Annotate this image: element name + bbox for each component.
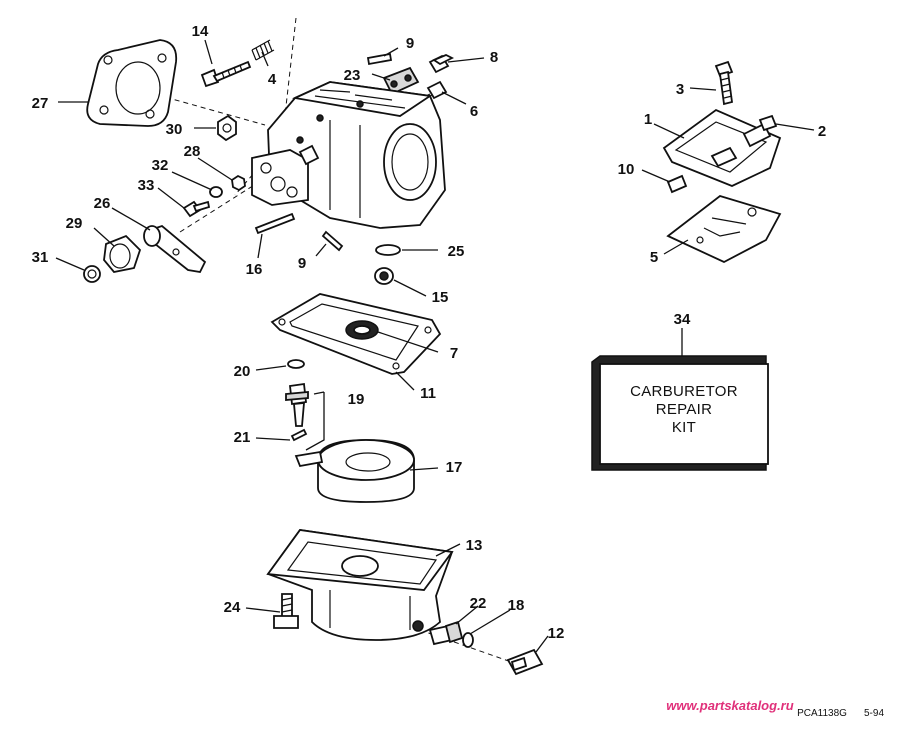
part-number-25: 25 xyxy=(448,243,465,260)
part-number-27: 27 xyxy=(32,95,49,112)
part-number-32: 32 xyxy=(152,157,169,174)
drain-hardware-drawing xyxy=(428,620,544,676)
part-number-1: 1 xyxy=(644,111,652,128)
part-number-9-lower: 9 xyxy=(298,255,306,272)
part-number-10: 10 xyxy=(618,161,635,178)
part-number-20: 20 xyxy=(234,363,251,380)
part-number-11: 11 xyxy=(420,385,436,402)
part-number-labels: 14 4 27 9 8 23 6 30 28 32 33 26 29 31 16… xyxy=(32,23,827,642)
needle-valve-drawing xyxy=(285,359,309,442)
part-number-18: 18 xyxy=(508,597,525,614)
part-number-31: 31 xyxy=(32,249,49,266)
part-number-15: 15 xyxy=(432,289,449,306)
part-number-19: 19 xyxy=(348,391,365,408)
repair-kit-line-3: KIT xyxy=(672,419,696,436)
carburetor-body-drawing xyxy=(251,81,446,229)
repair-kit-line-1: CARBURETOR xyxy=(630,383,738,400)
part-number-17: 17 xyxy=(446,459,463,476)
part-number-5: 5 xyxy=(650,249,658,266)
throttle-lever-drawing xyxy=(83,224,207,283)
part-number-28: 28 xyxy=(184,143,201,160)
float-drawing xyxy=(294,439,415,503)
part-number-21: 21 xyxy=(234,429,251,446)
leader-lines xyxy=(55,39,815,653)
repair-kit-box-drawing xyxy=(591,355,769,471)
float-bowl-drawing xyxy=(266,529,454,641)
part-number-16: 16 xyxy=(246,261,263,278)
lower-pins-drawing xyxy=(254,212,344,252)
part-number-2: 2 xyxy=(818,123,826,140)
part-number-22: 22 xyxy=(470,595,487,612)
drawing-code: PCA1138G xyxy=(797,708,847,719)
drawing-date: 5-94 xyxy=(864,708,884,719)
fuel-pump-cover-drawing xyxy=(662,60,782,264)
mixture-screw-drawing xyxy=(200,39,275,88)
part-number-8: 8 xyxy=(490,49,498,66)
part-number-9-upper: 9 xyxy=(406,35,414,52)
part-number-7: 7 xyxy=(450,345,458,362)
part-number-14: 14 xyxy=(192,23,209,40)
bowl-screw-drawing xyxy=(273,593,299,629)
part-number-24: 24 xyxy=(224,599,241,616)
part-number-12: 12 xyxy=(548,625,565,642)
watermark-text: www.partskatalog.ru xyxy=(666,698,793,713)
part-number-34: 34 xyxy=(674,311,691,328)
bowl-gasket-drawing xyxy=(270,293,442,375)
part-number-13: 13 xyxy=(466,537,483,554)
seal-ring-drawing xyxy=(374,244,401,285)
part-number-33: 33 xyxy=(138,177,155,194)
part-number-3: 3 xyxy=(676,81,684,98)
part-number-30: 30 xyxy=(166,121,183,138)
flange-gasket-drawing xyxy=(86,39,178,127)
part-number-4: 4 xyxy=(268,71,277,88)
part-number-26: 26 xyxy=(94,195,111,212)
upper-small-parts-drawing xyxy=(366,52,455,100)
linkage-hardware-drawing xyxy=(182,114,246,218)
part-number-23: 23 xyxy=(344,67,361,84)
part-number-29: 29 xyxy=(66,215,83,232)
repair-kit-label: CARBURETOR REPAIR KIT xyxy=(630,383,738,436)
repair-kit-line-2: REPAIR xyxy=(656,401,713,418)
part-number-6: 6 xyxy=(470,103,478,120)
